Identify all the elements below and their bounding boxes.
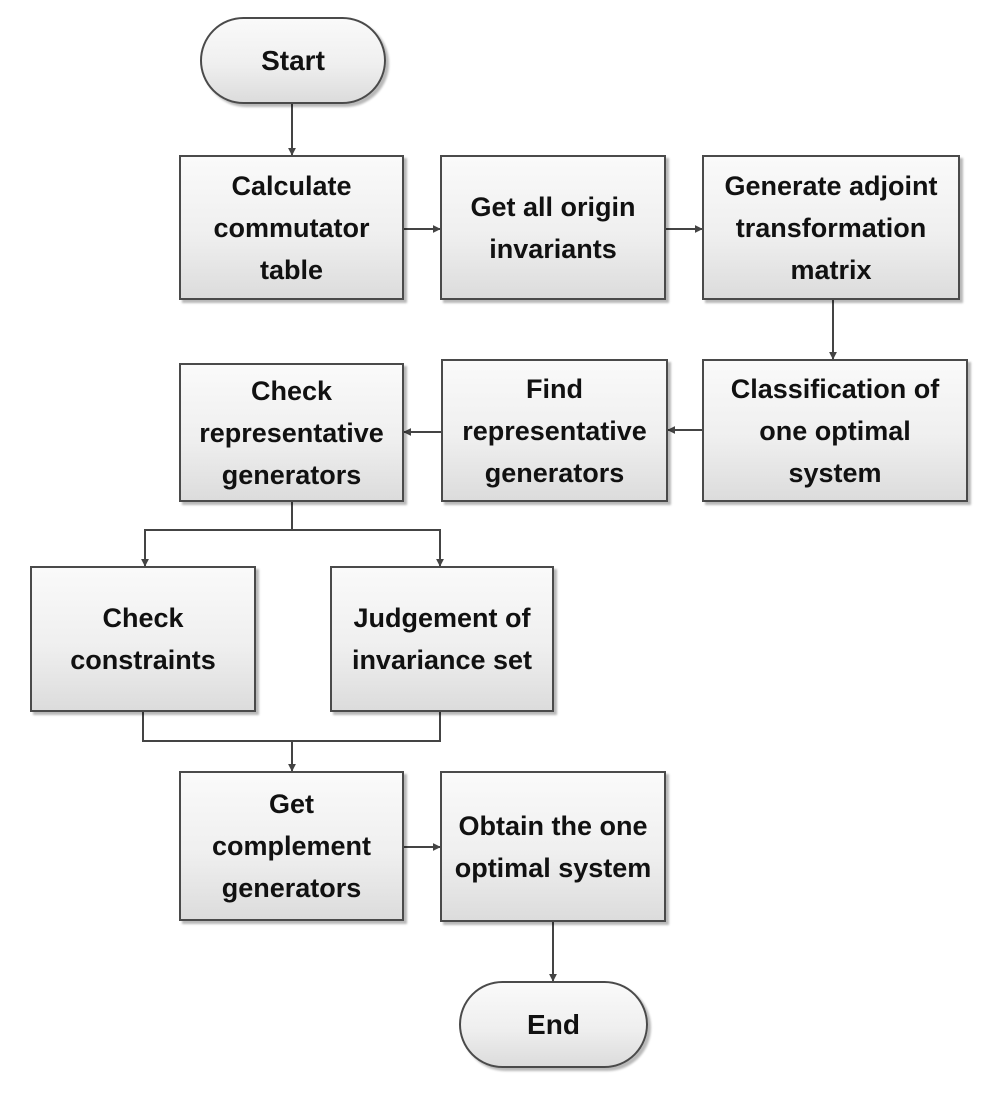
- judgement-invariance-box: Judgement of invariance set: [330, 566, 554, 712]
- find-generators-box: Find representative generators: [441, 359, 668, 502]
- start-terminal: Start: [200, 17, 386, 104]
- calculate-commutator-box: Calculate commutator table: [179, 155, 404, 300]
- classification-box: Classification of one optimal system: [702, 359, 968, 502]
- connector-merge-left: [142, 712, 441, 742]
- origin-invariants-box: Get all origin invariants: [440, 155, 666, 300]
- obtain-system-box: Obtain the one optimal system: [440, 771, 666, 922]
- adjoint-matrix-box: Generate adjoint transformation matrix: [702, 155, 960, 300]
- connector-check-split: [141, 502, 293, 567]
- complement-generators-box: Get complement generators: [179, 771, 404, 921]
- connector-check-split-right: [292, 529, 444, 567]
- check-constraints-box: Check constraints: [30, 566, 256, 712]
- end-terminal: End: [459, 981, 648, 1068]
- check-generators-box: Check representative generators: [179, 363, 404, 502]
